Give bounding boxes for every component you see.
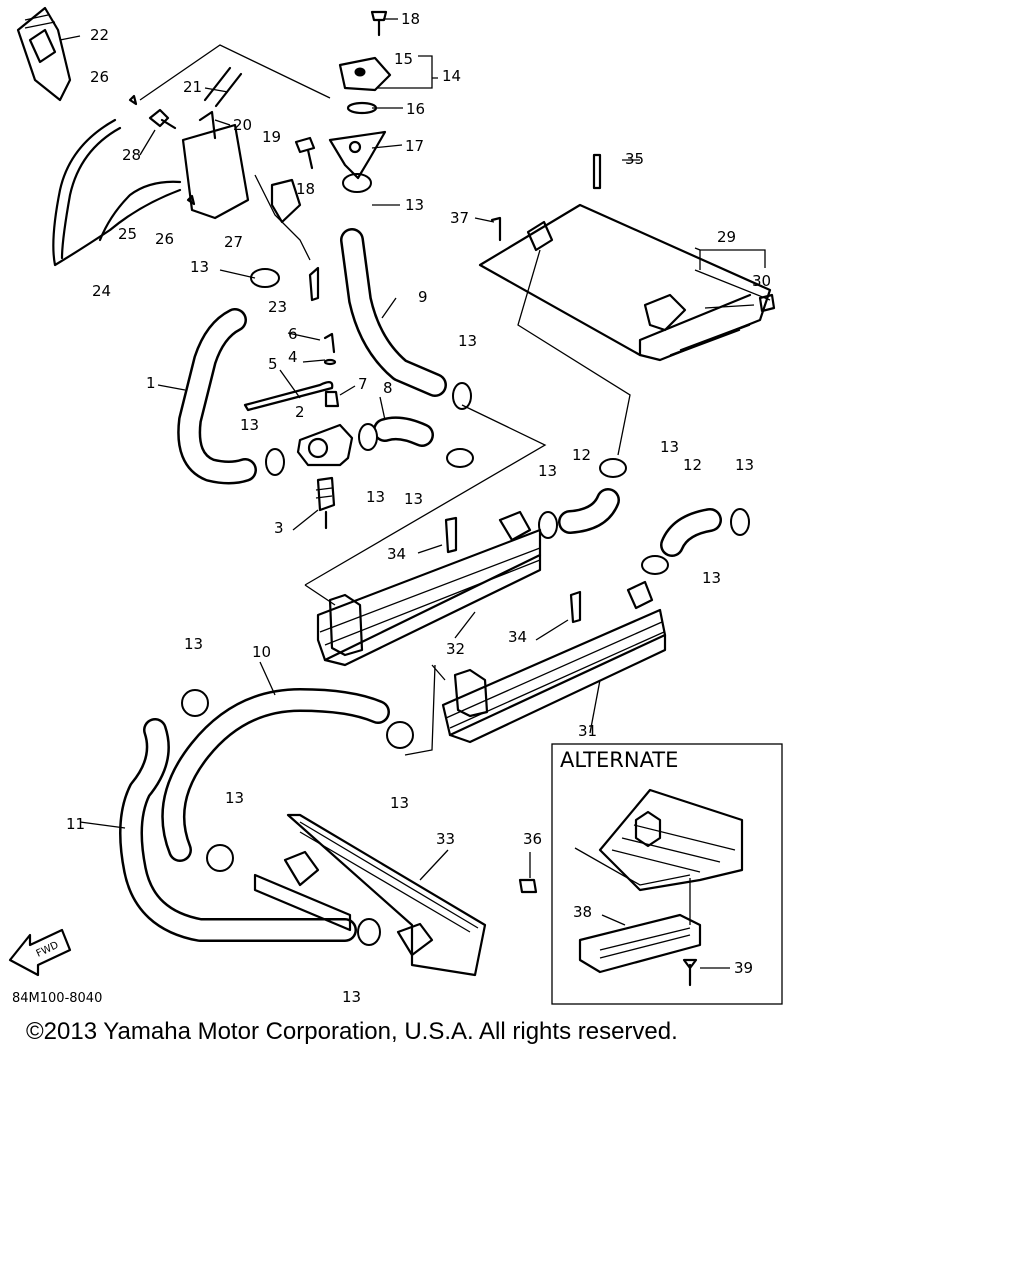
callout-37: 37 xyxy=(450,209,469,227)
callout-26a: 26 xyxy=(90,68,109,86)
callout-26b: 26 xyxy=(155,230,174,248)
callout-7: 7 xyxy=(358,375,368,393)
callout-28: 28 xyxy=(122,146,141,164)
callout-21: 21 xyxy=(183,78,202,96)
callout-16: 16 xyxy=(406,100,425,118)
upper-components xyxy=(16,6,392,530)
callout-35: 35 xyxy=(625,150,644,168)
callout-8: 8 xyxy=(383,379,393,397)
callout-39: 39 xyxy=(734,959,753,977)
callout-30: 30 xyxy=(752,272,771,290)
callout-11: 11 xyxy=(66,815,85,833)
callout-leaders xyxy=(59,18,771,969)
callout-13-a: 13 xyxy=(190,258,209,276)
callout-labels: 1 2 3 4 5 6 7 8 9 10 11 12 12 13 13 13 1… xyxy=(66,10,771,1006)
alternate-title: ALTERNATE xyxy=(560,748,678,772)
callout-12a: 12 xyxy=(572,446,591,464)
callout-27: 27 xyxy=(224,233,243,251)
callout-20: 20 xyxy=(233,116,252,134)
callout-33: 33 xyxy=(436,830,455,848)
callout-23: 23 xyxy=(268,298,287,316)
callout-22: 22 xyxy=(90,26,109,44)
callout-29: 29 xyxy=(717,228,736,246)
callout-3: 3 xyxy=(274,519,284,537)
callout-9: 9 xyxy=(418,288,428,306)
callout-15: 15 xyxy=(394,50,413,68)
callout-36: 36 xyxy=(523,830,542,848)
callout-13-j: 13 xyxy=(702,569,721,587)
parts-diagram: ALTERNATE xyxy=(8,6,783,1006)
callout-13-i: 13 xyxy=(735,456,754,474)
hoses xyxy=(52,66,722,942)
callout-1: 1 xyxy=(146,374,156,392)
callout-2: 2 xyxy=(295,403,305,421)
callout-19: 19 xyxy=(262,128,281,146)
alternate-box: ALTERNATE xyxy=(551,743,783,1005)
clamps xyxy=(181,173,750,946)
callout-13-c: 13 xyxy=(458,332,477,350)
callout-13-f: 13 xyxy=(404,490,423,508)
callout-31: 31 xyxy=(578,722,597,740)
callout-25: 25 xyxy=(118,225,137,243)
leader-lines xyxy=(24,14,691,886)
callout-13-d: 13 xyxy=(240,416,259,434)
callout-13-e: 13 xyxy=(366,488,385,506)
callout-24: 24 xyxy=(92,282,111,300)
diagram-code: 84M100-8040 xyxy=(12,991,102,1006)
callout-13-m: 13 xyxy=(225,789,244,807)
callout-13-k: 13 xyxy=(184,635,203,653)
callout-34b: 34 xyxy=(508,628,527,646)
copyright-notice: ©2013 Yamaha Motor Corporation, U.S.A. A… xyxy=(26,1018,678,1045)
callout-12b: 12 xyxy=(683,456,702,474)
callout-38: 38 xyxy=(573,903,592,921)
callout-13-n: 13 xyxy=(342,988,361,1006)
callout-13-g: 13 xyxy=(538,462,557,480)
callout-5: 5 xyxy=(268,355,278,373)
callout-10: 10 xyxy=(252,643,271,661)
coolers xyxy=(253,153,776,977)
callout-13-b: 13 xyxy=(405,196,424,214)
callout-18b: 18 xyxy=(296,180,315,198)
callout-13-l: 13 xyxy=(390,794,409,812)
callout-14: 14 xyxy=(442,67,461,85)
fwd-arrow: FWD xyxy=(8,928,72,977)
callout-32: 32 xyxy=(446,640,465,658)
callout-13-h: 13 xyxy=(660,438,679,456)
callout-17: 17 xyxy=(405,137,424,155)
callout-34a: 34 xyxy=(387,545,406,563)
callout-18a: 18 xyxy=(401,10,420,28)
callout-4: 4 xyxy=(288,348,298,366)
